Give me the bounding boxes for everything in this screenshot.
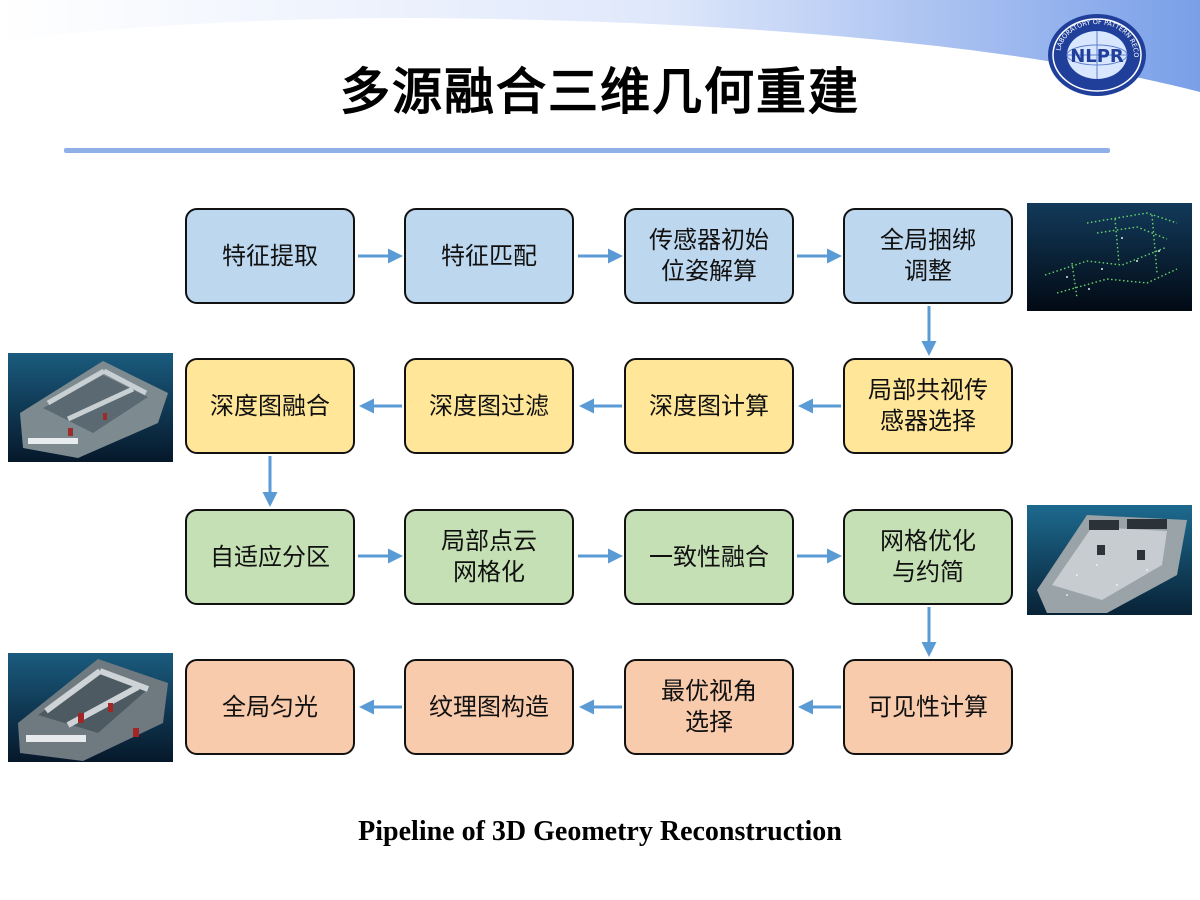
dense-point-cloud-thumbnail <box>8 353 173 462</box>
pipeline-caption: Pipeline of 3D Geometry Reconstruction <box>358 816 842 847</box>
sparse-point-cloud-thumbnail <box>1027 203 1192 311</box>
step-mesh-optimization-simplification: 网格优化 与约简 <box>843 509 1013 605</box>
mesh-model-thumbnail <box>1027 505 1192 615</box>
step-depth-map-filtering: 深度图过滤 <box>404 358 574 454</box>
step-depth-map-fusion: 深度图融合 <box>185 358 355 454</box>
step-feature-matching: 特征匹配 <box>404 208 574 304</box>
step-local-covisible-sensor-selection: 局部共视传 感器选择 <box>843 358 1013 454</box>
title-divider <box>64 148 1110 153</box>
step-adaptive-partition: 自适应分区 <box>185 509 355 605</box>
step-initial-pose-estimation: 传感器初始 位姿解算 <box>624 208 794 304</box>
step-optimal-view-selection: 最优视角 选择 <box>624 659 794 755</box>
lab-logo: NLPR LABORATORY OF PATTERN RECOGNITION <box>1046 12 1146 96</box>
logo-center-text: NLPR <box>1070 46 1124 67</box>
step-local-point-cloud-meshing: 局部点云 网格化 <box>404 509 574 605</box>
step-depth-map-computation: 深度图计算 <box>624 358 794 454</box>
step-global-color-balancing: 全局匀光 <box>185 659 355 755</box>
header-background-wave <box>0 0 1200 92</box>
step-visibility-computation: 可见性计算 <box>843 659 1013 755</box>
textured-model-thumbnail <box>8 653 173 762</box>
step-global-bundle-adjustment: 全局捆绑 调整 <box>843 208 1013 304</box>
slide-title: 多源融合三维几何重建 <box>340 63 860 121</box>
step-consistency-fusion: 一致性融合 <box>624 509 794 605</box>
step-feature-extraction: 特征提取 <box>185 208 355 304</box>
step-texture-map-construction: 纹理图构造 <box>404 659 574 755</box>
